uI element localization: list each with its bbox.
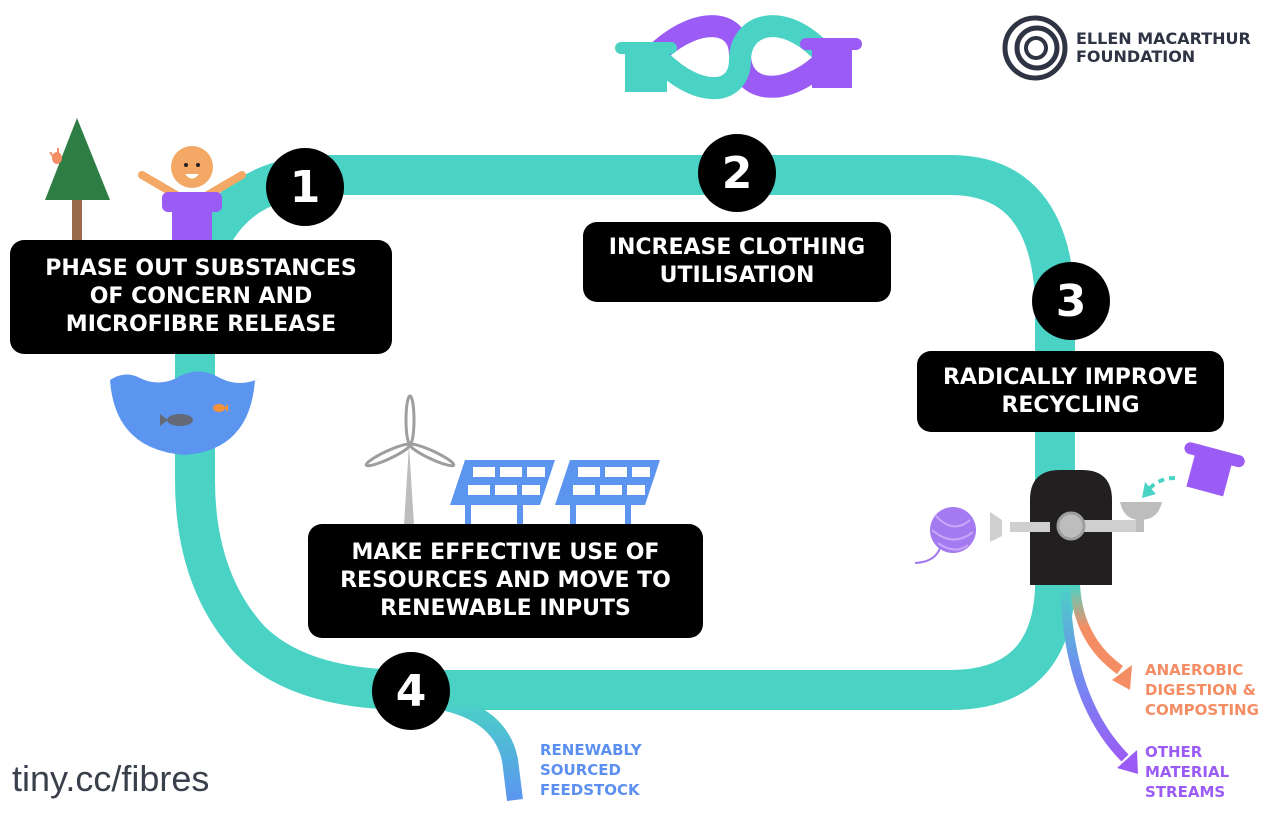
- step-3-badge: 3: [1032, 262, 1110, 340]
- wind-turbine-icon: [364, 394, 456, 525]
- solar-panel-icon: [450, 460, 660, 525]
- output-arrowhead-composting: [1112, 665, 1132, 690]
- output-arrowhead-other: [1117, 750, 1138, 774]
- output-other-label: OTHER MATERIAL STREAMS: [1145, 743, 1230, 801]
- concentric-swirl-logo-icon: [1002, 15, 1068, 81]
- bird-icon: [49, 148, 62, 164]
- step-1-badge: 1: [266, 148, 344, 226]
- infinity-tshirts-icon: [615, 15, 862, 100]
- output-composting-label: ANAEROBIC DIGESTION & COMPOSTING: [1145, 661, 1259, 719]
- step-1-label: PHASE OUT SUBSTANCES OF CONCERN AND MICR…: [10, 240, 392, 354]
- step-4-badge: 4: [372, 652, 450, 730]
- ocean-icon: [110, 371, 260, 455]
- output-flow-composting: [1070, 584, 1123, 675]
- reference-url[interactable]: tiny.cc/fibres: [12, 758, 210, 799]
- input-flow-arrow: [428, 692, 523, 801]
- step-3-label: RADICALLY IMPROVE RECYCLING: [917, 351, 1224, 432]
- fish-icon: [160, 404, 228, 426]
- step-2-badge: 2: [698, 134, 776, 212]
- output-flow-other: [1060, 584, 1129, 762]
- person-icon: [138, 146, 246, 242]
- input-flow-label: RENEWABLY SOURCED FEEDSTOCK: [540, 741, 642, 799]
- step-2-label: INCREASE CLOTHING UTILISATION: [583, 222, 891, 302]
- tree-icon: [45, 118, 110, 240]
- yarn-ball-icon: [914, 507, 976, 564]
- tshirt-icon: [1142, 442, 1245, 498]
- recycling-machine-icon: [990, 470, 1162, 585]
- step-4-label: MAKE EFFECTIVE USE OF RESOURCES AND MOVE…: [308, 524, 703, 638]
- organization-name: ELLEN MACARTHUR FOUNDATION: [1076, 29, 1251, 66]
